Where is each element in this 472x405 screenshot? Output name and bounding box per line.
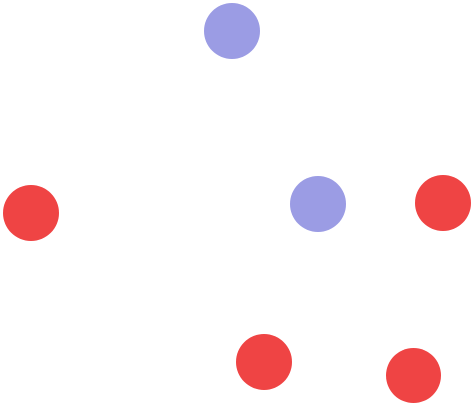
- red-dot-left: [3, 185, 59, 241]
- red-dot-bottom-center: [236, 334, 292, 390]
- blue-dot-middle: [290, 176, 346, 232]
- red-dot-bottom-right: [386, 348, 441, 403]
- red-dot-right: [415, 175, 471, 231]
- blue-dot-top: [204, 3, 260, 59]
